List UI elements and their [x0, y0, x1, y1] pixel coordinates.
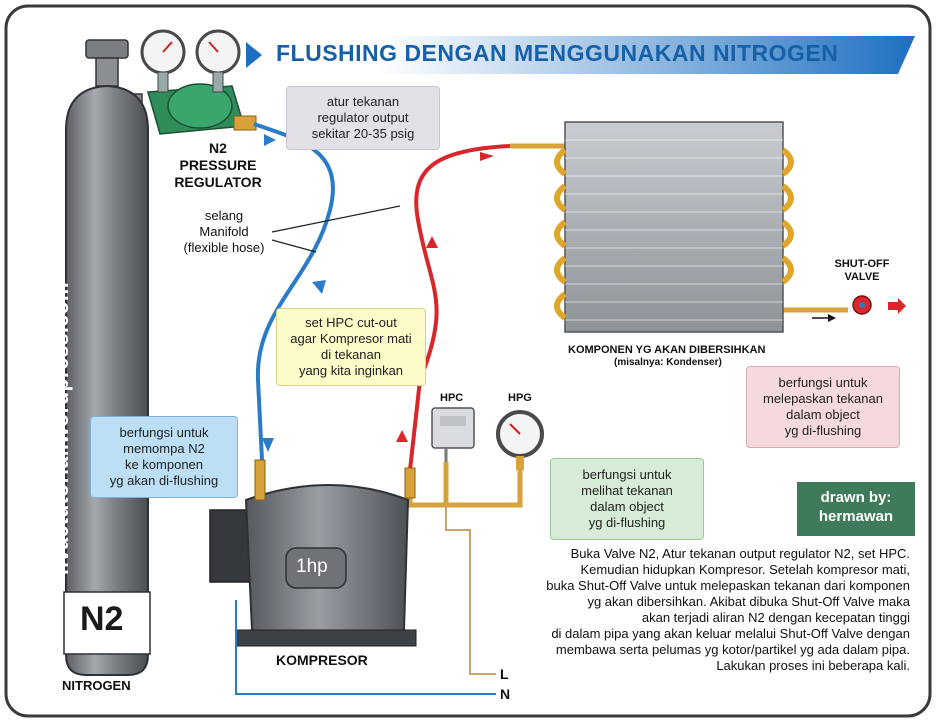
note-line: dalam object [786, 407, 860, 422]
website-watermark: hvactutorial.wordpress.com [50, 281, 73, 575]
note-line: ke komponen [124, 457, 204, 472]
note-line: berfungsi untuk [778, 375, 868, 390]
hpc-note: set HPC cut-out agar Kompresor mati di t… [276, 308, 426, 386]
regulator-label-line: REGULATOR [174, 174, 262, 190]
hose-label-line: (flexible hose) [183, 240, 265, 255]
flow-arrow-icon [396, 430, 408, 442]
instruction-line: yg akan dibersihkan. Akibat dibuka Shut-… [587, 594, 910, 609]
drawn-by-badge: drawn by: hermawan [797, 482, 915, 536]
flow-arrow-icon [480, 152, 494, 161]
note-line: atur tekanan [326, 94, 400, 109]
hpg-note: berfungsi untuk melihat tekanan dalam ob… [550, 458, 704, 540]
condenser-label: KOMPONEN YG AKAN DIBERSIHKAN [568, 344, 766, 356]
note-line: di tekanan [321, 347, 381, 362]
hpg-gauge [496, 410, 544, 470]
note-line: yg akan di-flushing [109, 473, 219, 488]
instruction-line: Buka Valve N2, Atur tekanan output regul… [570, 546, 910, 561]
flow-arrow-icon [262, 438, 274, 452]
hose-label-line: selang [204, 208, 244, 223]
valve-note: berfungsi untuk melepaskan tekanan dalam… [746, 366, 900, 448]
instruction-line: Kemudian hidupkan Kompresor. Setelah kom… [580, 562, 910, 577]
nitrogen-cylinder [63, 39, 151, 676]
instruction-line: membawa serta pelumas yg kotor/partikel … [555, 642, 910, 657]
flow-arrow-icon [312, 280, 326, 294]
condenser-sublabel: (misalnya: Kondenser) [614, 357, 722, 368]
instruction-line: buka Shut-Off Valve untuk melepaskan tek… [546, 578, 910, 593]
note-line: regulator output [317, 110, 409, 125]
drawn-by-line: hermawan [818, 508, 894, 525]
pressure-regulator [147, 83, 257, 135]
note-line: berfungsi untuk [582, 467, 672, 482]
instructions-paragraph: Buka Valve N2, Atur tekanan output regul… [492, 546, 910, 674]
regulator-gauge-right-icon [195, 29, 241, 93]
title-banner [200, 36, 915, 74]
compressor-label: KOMPRESOR [276, 652, 368, 668]
page-title: FLUSHING DENGAN MENGGUNAKAN NITROGEN [276, 40, 839, 66]
flow-arrow-icon [426, 236, 438, 248]
note-line: melihat tekanan [581, 483, 673, 498]
power-live-label: L [500, 666, 509, 682]
note-line: agar Kompresor mati [290, 331, 412, 346]
red-hose [408, 144, 511, 471]
exit-arrow-icon [888, 298, 906, 314]
hose-label: selang Manifold (flexible hose) [172, 208, 276, 256]
instruction-line: di dalam pipa yang akan keluar melalui S… [551, 626, 910, 641]
regulator-label-line: N2 [209, 140, 227, 156]
hpg-label: HPG [508, 392, 532, 404]
note-line: melepaskan tekanan [763, 391, 883, 406]
power-wires [235, 505, 496, 695]
note-line: set HPC cut-out [305, 315, 397, 330]
drawn-by-line: drawn by: [820, 489, 892, 506]
note-line: yg di-flushing [588, 515, 666, 530]
note-line: yg di-flushing [784, 423, 862, 438]
compressor [209, 459, 417, 647]
leader-lines [271, 205, 401, 253]
note-line: yang kita inginkan [298, 363, 404, 378]
compressor-size: 1hp [296, 556, 328, 577]
flow-arrow-icon [264, 134, 276, 146]
shutoff-label-line: VALVE [844, 271, 880, 283]
hose-label-line: Manifold [199, 224, 249, 239]
instruction-line: akan terjadi aliran N2 dengan kecepatan … [641, 610, 910, 625]
compressor-note: berfungsi untuk memompa N2 ke komponen y… [90, 416, 238, 498]
shutoff-valve-icon [852, 295, 872, 315]
cylinder-gas-label: N2 [80, 600, 124, 638]
note-line: sekitar 20-35 psig [311, 126, 415, 141]
flow-arrow-icon [828, 314, 836, 322]
note-line: dalam object [590, 499, 664, 514]
hpc-label: HPC [440, 392, 464, 404]
note-line: berfungsi untuk [119, 425, 209, 440]
regulator-label: N2 PRESSURE REGULATOR [168, 140, 268, 191]
hpc-switch [431, 407, 475, 462]
power-neutral-label: N [500, 686, 511, 702]
regulator-label-line: PRESSURE [179, 157, 257, 173]
regulator-gauge-left-icon [140, 29, 186, 93]
shutoff-label-line: SHUT-OFF [834, 258, 890, 270]
condenser-coil [554, 121, 794, 333]
title-arrow-icon [246, 42, 262, 68]
shutoff-label: SHUT-OFF VALVE [826, 258, 898, 284]
note-line: memompa N2 [123, 441, 205, 456]
cylinder-caption: NITROGEN [62, 678, 131, 693]
regulator-note: atur tekanan regulator output sekitar 20… [286, 86, 440, 150]
instruction-line: Lakukan proses ini beberapa kali. [716, 658, 910, 673]
